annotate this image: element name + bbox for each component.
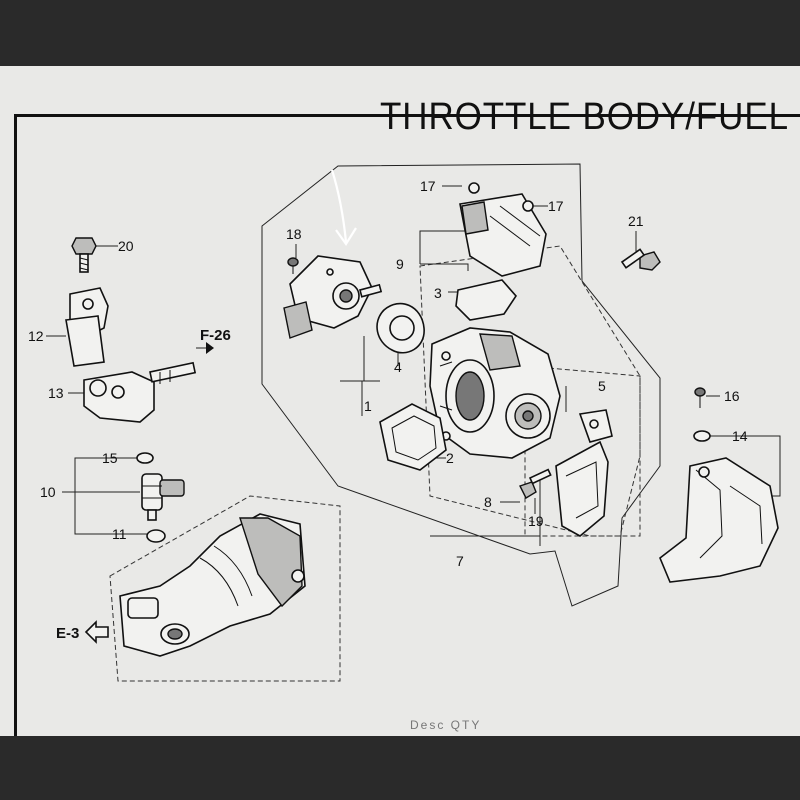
callout-11: 11 [112,526,127,542]
o-ring-15 [136,452,154,464]
bolt-21 [620,248,661,271]
callout-7: 7 [456,553,464,569]
exploded-parts-diagram: 20 12 13 15 10 11 18 1 4 9 3 17 17 21 5 … [28,163,781,682]
intake-manifold-7 [119,513,306,657]
callout-20: 20 [118,238,134,254]
parts-diagram-sheet: THROTTLE BODY/FUEL I [0,66,800,736]
bracket-12 [65,287,109,367]
arrow-e3 [84,620,109,644]
callout-17-left: 17 [420,178,436,194]
fuel-injector-10 [141,473,185,521]
callout-18: 18 [286,226,302,242]
callout-3: 3 [434,285,442,301]
gasket-4 [376,302,425,354]
intake-dashed-frame [109,495,341,682]
callout-14: 14 [732,428,748,444]
callout-5: 5 [598,378,606,394]
ref-e3: E-3 [56,625,79,642]
callout-15: 15 [102,450,118,466]
bolt-16 [694,387,706,408]
callout-1: 1 [364,398,372,414]
callout-8: 8 [484,494,492,510]
leader-lines [46,185,781,546]
bolt-20 [71,237,97,273]
cable-bracket-19 [555,440,609,537]
footer-text: Desc QTY [410,718,482,732]
bracket-5 [578,409,613,443]
callout-17-right: 17 [548,198,564,214]
washer-14 [693,430,711,442]
fuel-pipe-13 [83,361,197,423]
diagram-title: THROTTLE BODY/FUEL I [380,96,800,138]
screw-18 [287,257,299,274]
gasket-2 [379,403,447,471]
throttle-body [429,327,561,459]
assembly-1-boundary [261,163,661,607]
bracket-dashed-frame [524,365,641,537]
seal-3 [455,279,518,321]
callout-19: 19 [528,513,544,529]
callout-21: 21 [628,213,644,229]
throttle-sensor-1 [283,255,383,339]
callout-4: 4 [394,359,402,375]
callout-16: 16 [724,388,740,404]
seal-11 [146,529,166,543]
bolt-8 [519,468,552,499]
highlight-arrow [330,169,357,246]
harness-cover [659,457,779,583]
callout-12: 12 [28,328,44,344]
callout-9: 9 [396,256,404,272]
actuator-module-9 [459,182,547,277]
callout-2: 2 [446,450,454,466]
callout-13: 13 [48,385,64,401]
diagram-frame [14,114,800,736]
arrow-f26 [196,342,214,354]
callout-10: 10 [40,484,56,500]
ref-f26: F-26 [200,327,231,344]
